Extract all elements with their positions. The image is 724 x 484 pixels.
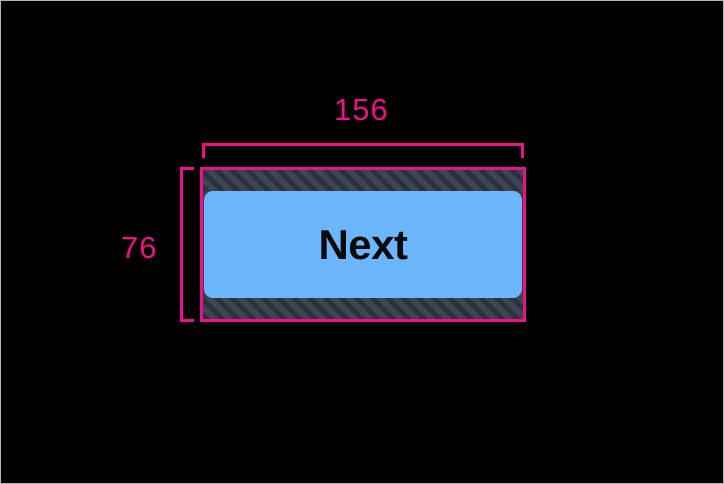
height-dimension-label: 76	[121, 230, 158, 265]
width-dimension-bracket	[202, 143, 524, 158]
next-button-label: Next	[318, 220, 408, 268]
top-padding-hatch	[203, 170, 523, 191]
height-dimension-bracket	[180, 167, 194, 322]
width-dimension-label: 156	[334, 92, 389, 127]
measured-element-outline[interactable]: Next	[200, 167, 526, 322]
bottom-padding-hatch	[203, 298, 523, 319]
next-button[interactable]: Next	[204, 191, 522, 298]
